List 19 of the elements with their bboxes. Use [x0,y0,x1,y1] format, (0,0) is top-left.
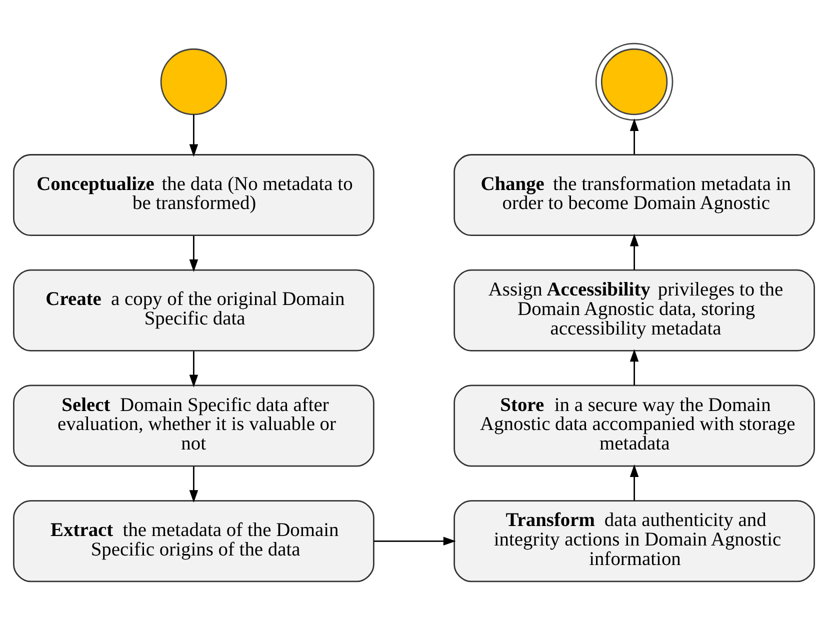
node-box: Change the transformation metadata in order to become Domain Agnostic [454,154,815,236]
arrow [630,348,639,385]
arrow [630,233,639,270]
node-circle [160,48,228,115]
arrow [189,235,198,272]
node-box: Select Domain Specific data after evaluation, whether it is valuable or not [13,384,374,466]
node-box: Create a copy of the original Domain Specific data [13,268,374,351]
arrow [189,350,198,387]
arrow [189,114,198,156]
node-circle [595,42,674,120]
arrow [630,464,639,500]
node-box: Transform data authenticity and integrity actions in Domain Agnostic information [454,500,815,582]
arrow [189,466,198,502]
arrow [374,536,456,546]
node-box: Store in a secure way the Domain Agnostic data accompanied with storage metadata [454,384,815,466]
node-box: Conceptualize the data (No metadata to be transformed) [13,154,374,236]
node-box: Assign Accessibility privileges to the Domain Agnostic data, storing accessibility metadata [454,268,815,351]
node-box: Extract the metadata of the Domain Specific origins of the data [13,500,374,582]
arrow [630,118,639,154]
